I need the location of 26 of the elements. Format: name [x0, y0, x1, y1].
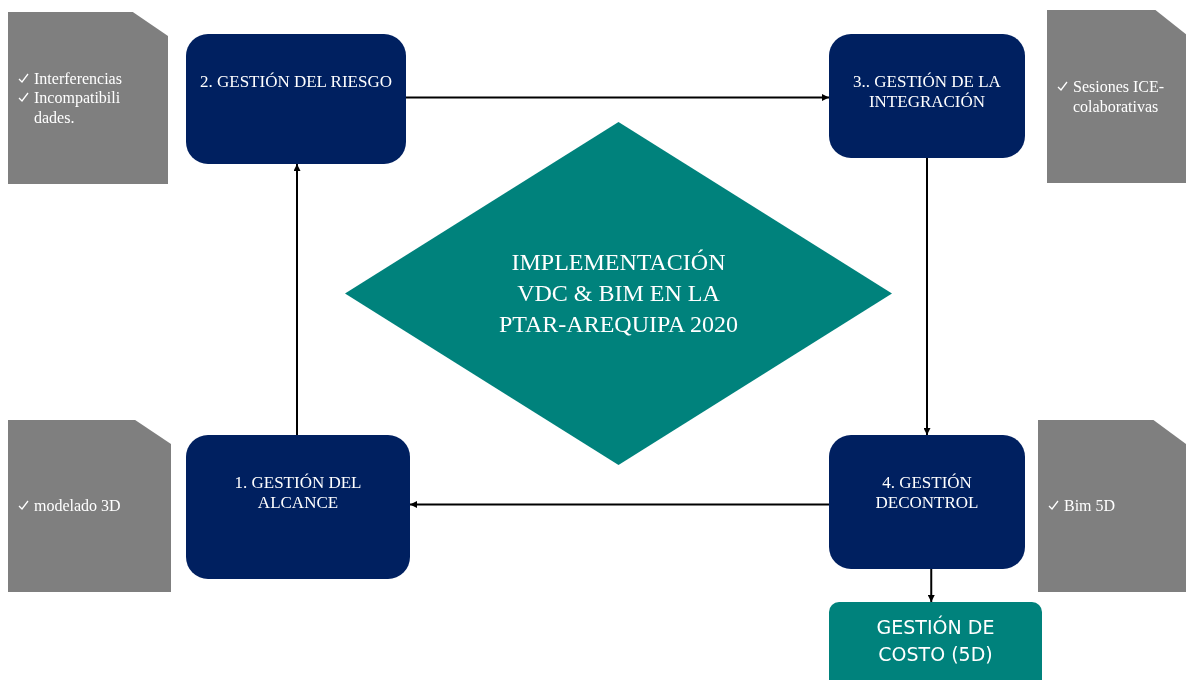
process-box: [829, 602, 1042, 680]
arrow: [405, 94, 830, 101]
process-box: [186, 34, 406, 164]
note-card: [8, 420, 171, 592]
note-text: Bim 5D: [1064, 496, 1116, 516]
note-card: [8, 12, 168, 184]
note-card: [1038, 420, 1186, 592]
process-box: [829, 34, 1025, 158]
note-text: Sesiones ICE-colaborativas: [1073, 77, 1166, 116]
arrow: [927, 568, 935, 603]
box-text: 1. GESTIÓN DEL ALCANCE: [233, 473, 363, 513]
arrow: [409, 501, 830, 508]
note-text: modelado 3D: [34, 496, 121, 516]
diamond-shape: [345, 122, 892, 465]
box-text: 2. GESTIÓN DEL RIESGO: [199, 72, 393, 92]
diamond-text: IMPLEMENTACIÓN VDC & BIM EN LA PTAR-AREQUIPA 2020: [497, 247, 740, 340]
box-text: 3.. GESTIÓN DE LA INTEGRACIÓN: [852, 72, 1002, 112]
box-text: 4. GESTIÓN DECONTROL: [874, 473, 980, 513]
note-card: [1047, 10, 1186, 183]
note-text: Incompatibili dades.: [34, 88, 122, 127]
arrow: [293, 163, 301, 436]
process-box: [829, 435, 1025, 569]
box-text: GESTIÓN DE COSTO (5D): [875, 614, 996, 667]
arrow: [923, 157, 931, 436]
process-box: [186, 435, 410, 579]
note-text: Interferencias: [34, 69, 122, 89]
